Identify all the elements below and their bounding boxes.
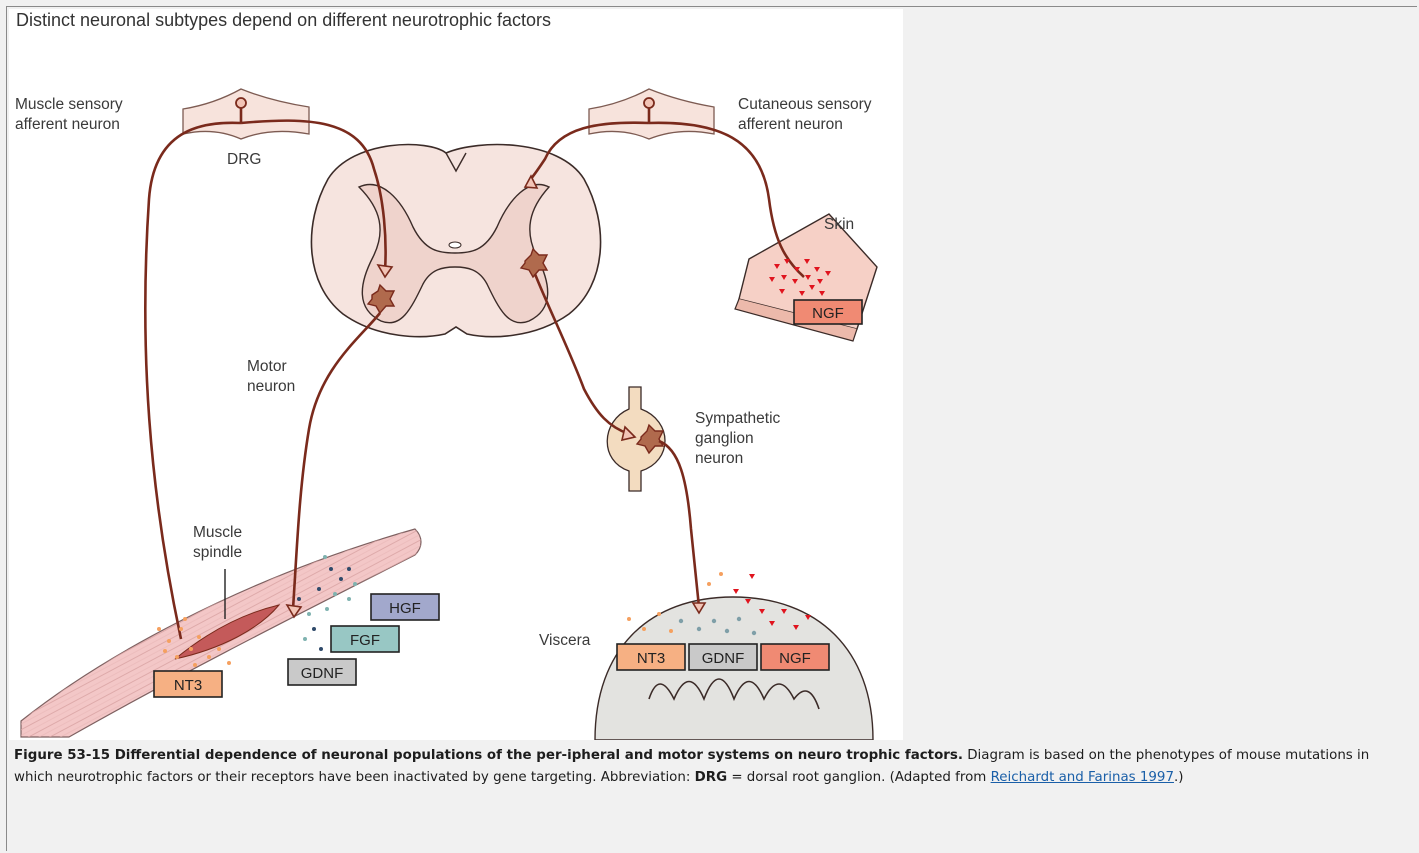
reference-link[interactable]: Reichardt and Farinas 1997: [991, 770, 1174, 785]
drg-label: DRG: [227, 151, 261, 168]
caption-title: Figure 53-15 Differential dependence of …: [14, 748, 963, 763]
sympathetic-label-line3: neuron: [695, 450, 743, 467]
caption-text-3: .): [1174, 770, 1183, 785]
ngf-viscera-label: NGF: [779, 650, 811, 667]
right-drg-ganglion: [589, 89, 714, 139]
viscera-label: Viscera: [539, 632, 591, 649]
caption-abbreviation: DRG: [695, 770, 727, 785]
muscle-sensory-label-line2: afferent neuron: [15, 116, 120, 133]
ngf-skin-label: NGF: [812, 305, 844, 322]
cutaneous-sensory-label-line2: afferent neuron: [738, 116, 843, 133]
gdnf-muscle-box: GDNF: [288, 659, 356, 685]
motor-neuron-label-line1: Motor: [247, 358, 287, 375]
muscle-spindle-label-line2: spindle: [193, 544, 242, 561]
figure-title: Distinct neuronal subtypes depend on dif…: [16, 10, 551, 30]
muscle-sensory-cell-body: [236, 98, 246, 108]
hgf-box: HGF: [371, 594, 439, 620]
central-canal: [449, 242, 461, 248]
nt3-viscera-box: NT3: [617, 644, 685, 670]
ganglion-neuron-axon: [659, 441, 699, 607]
hgf-label: HGF: [389, 600, 421, 617]
motor-neuron-label-line2: neuron: [247, 378, 295, 395]
nt3-viscera-label: NT3: [637, 650, 665, 667]
cutaneous-sensory-label-line1: Cutaneous sensory: [738, 96, 872, 113]
fgf-box: FGF: [331, 626, 399, 652]
gdnf-muscle-label: GDNF: [301, 665, 344, 682]
ngf-skin-box: NGF: [794, 300, 862, 324]
nt3-muscle-box: NT3: [154, 671, 222, 697]
skin-label: Skin: [824, 216, 854, 233]
ngf-viscera-box: NGF: [761, 644, 829, 670]
fgf-label: FGF: [350, 632, 380, 649]
sympathetic-label-line1: Sympathetic: [695, 410, 781, 427]
neurotrophic-figure: Distinct neuronal subtypes depend on dif…: [9, 9, 903, 740]
spinal-cord-cross-section: [311, 145, 600, 337]
sympathetic-label-line2: ganglion: [695, 430, 754, 447]
nt3-muscle-label: NT3: [174, 677, 202, 694]
figure-caption: Figure 53-15 Differential dependence of …: [14, 745, 1404, 789]
figure-diagram: Distinct neuronal subtypes depend on dif…: [9, 9, 903, 740]
muscle-spindle-label-line1: Muscle: [193, 524, 242, 541]
muscle-sensory-label-line1: Muscle sensory: [15, 96, 123, 113]
left-drg-ganglion: [183, 89, 309, 139]
caption-text-2: = dorsal root ganglion. (Adapted from: [727, 770, 991, 785]
cutaneous-sensory-cell-body: [644, 98, 654, 108]
gdnf-viscera-label: GDNF: [702, 650, 745, 667]
gdnf-viscera-box: GDNF: [689, 644, 757, 670]
